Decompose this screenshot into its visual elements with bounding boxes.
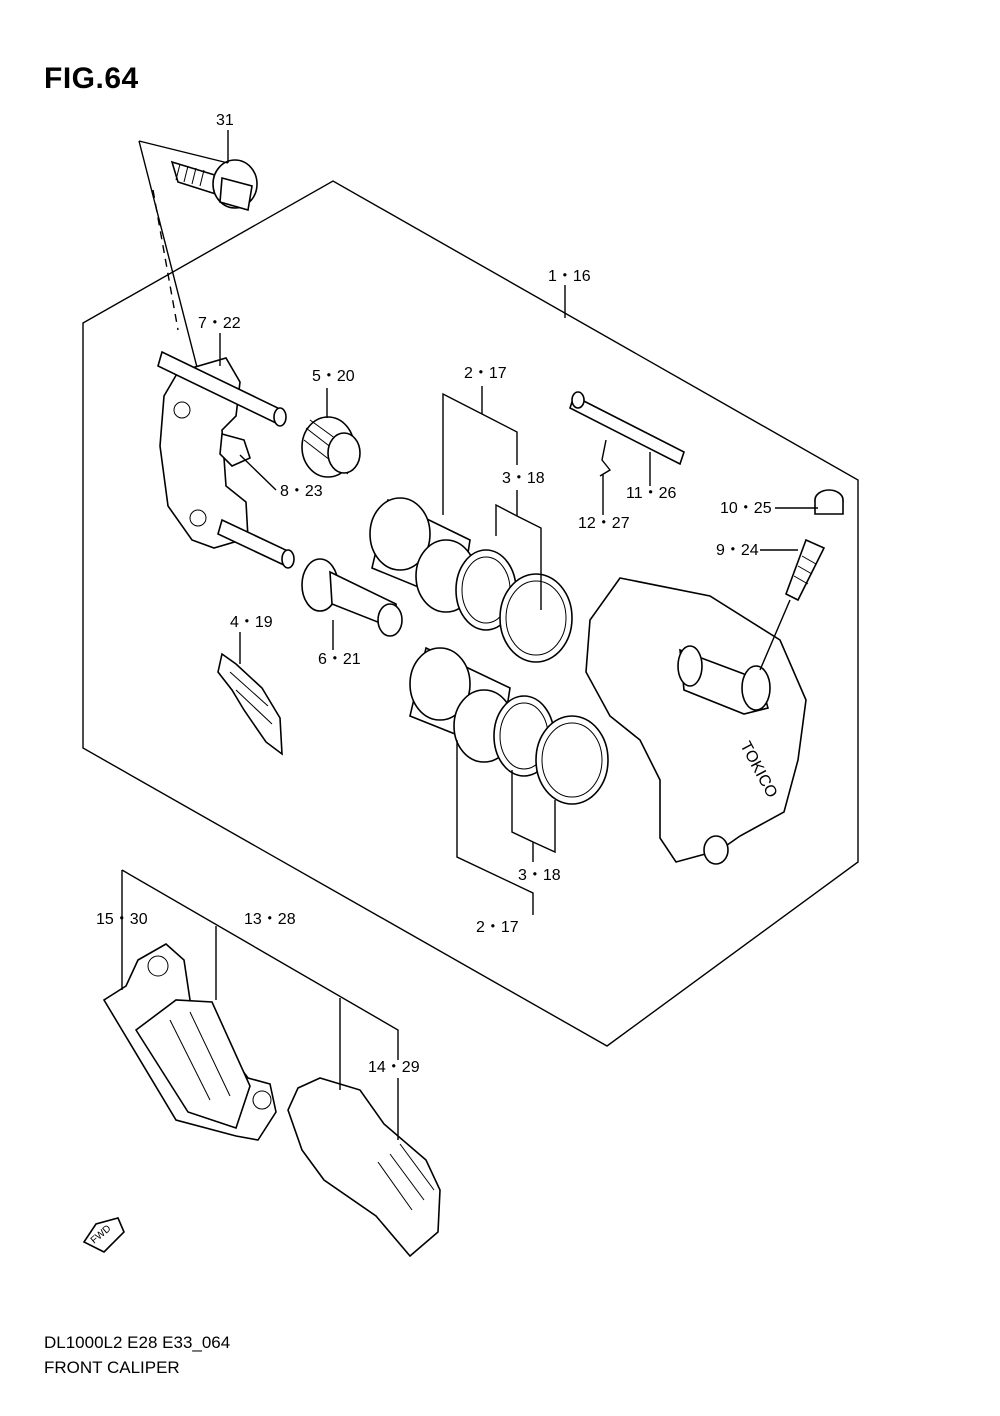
callout-1-16: 1・16 [548, 268, 591, 285]
callout-2-17-bot: 2・17 [476, 919, 519, 936]
callout-13-28: 13・28 [244, 911, 296, 928]
brake-pad-13 [134, 999, 251, 1130]
callout-7-22: 7・22 [198, 315, 241, 332]
model-code: DL1000L2 E28 E33_064 [44, 1333, 231, 1352]
callout-31: 31 [216, 112, 234, 129]
callout-10-25: 10・25 [720, 500, 772, 517]
pin-6 [301, 558, 403, 637]
callout-4-19: 4・19 [230, 614, 273, 631]
clip-12 [599, 439, 612, 477]
callout-9-24: 9・24 [716, 542, 759, 559]
caliper-bracket [157, 350, 295, 569]
leader-lines [121, 285, 818, 1140]
diagram-name: FRONT CALIPER [44, 1358, 180, 1377]
callout-5-20: 5・20 [312, 368, 355, 385]
pad-pin-11 [569, 391, 685, 466]
callout-6-21: 6・21 [318, 651, 361, 668]
brake-pad-14 [287, 1077, 441, 1258]
callout-15-30: 15・30 [96, 911, 148, 928]
assembly-outline [82, 180, 859, 1047]
seals [455, 549, 609, 805]
callout-11-26: 11・26 [626, 485, 677, 502]
bleeder-valve-9 [785, 538, 826, 602]
figure-title: FIG.64 [44, 62, 139, 95]
bolt-31 [170, 159, 258, 212]
callout-2-17-top: 2・17 [464, 365, 507, 382]
callout-3-18-top: 3・18 [502, 470, 545, 487]
boot-5 [301, 416, 361, 478]
caliper-body: TOKICO [585, 577, 807, 865]
pad-spring-4 [217, 652, 283, 756]
callout-12-27: 12・27 [578, 515, 630, 532]
bleeder-cap-10 [814, 489, 844, 515]
callout-labels: 31 1・16 7・22 5・20 2・17 3・18 8・23 11・26 1… [96, 112, 772, 1076]
callout-8-23: 8・23 [280, 483, 323, 500]
callout-14-29: 14・29 [368, 1059, 420, 1076]
fwd-arrow-icon: FWD [82, 1217, 125, 1253]
callout-3-18-bot: 3・18 [518, 867, 561, 884]
